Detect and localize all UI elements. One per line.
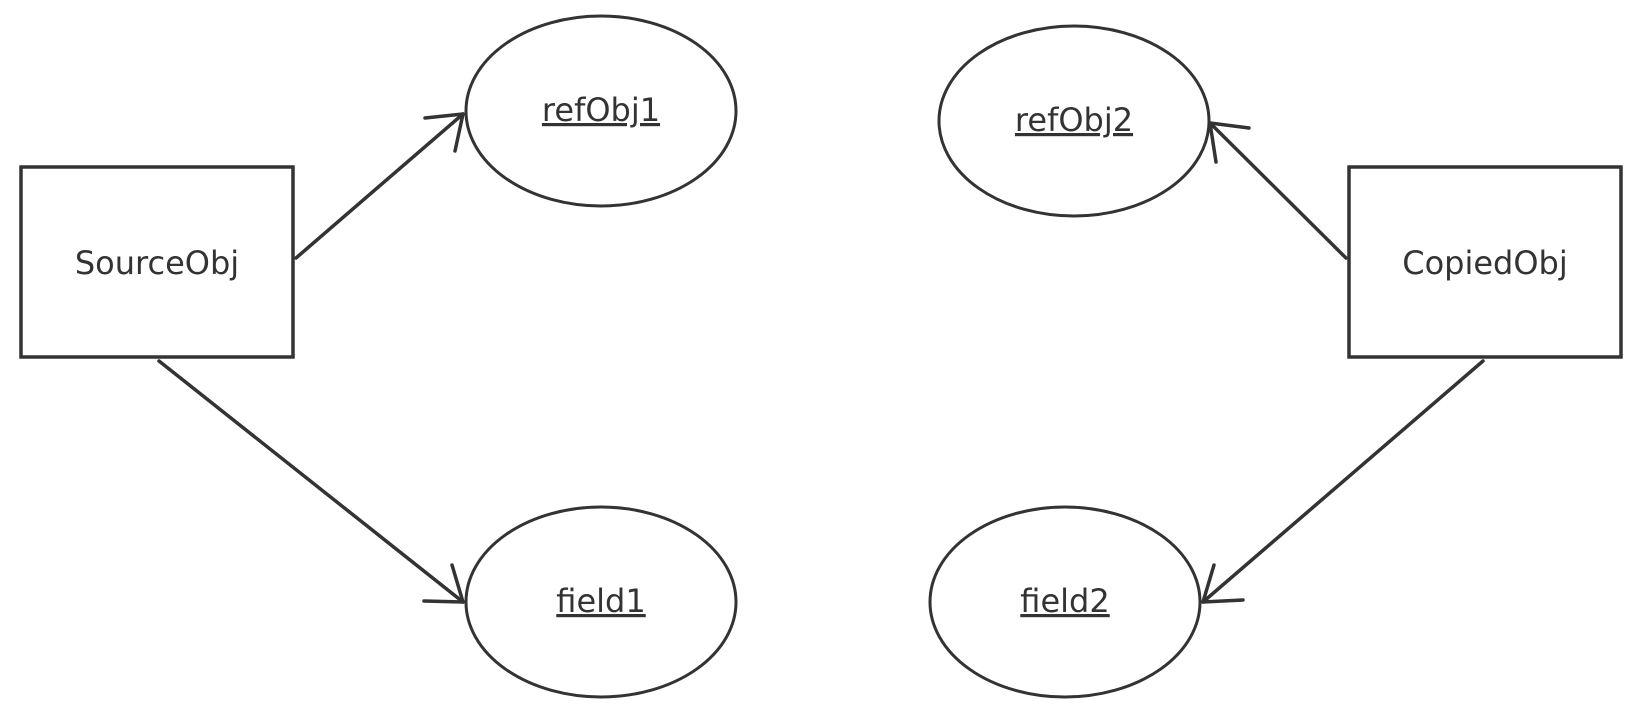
node-refobj2-ellipse — [937, 24, 1211, 218]
edge-copiedobj-to-refobj2 — [1208, 121, 1348, 260]
edge-line — [157, 359, 465, 604]
edges — [157, 112, 1485, 604]
node-copiedobj: CopiedObj — [1347, 165, 1623, 359]
node-refobj1: refObj1 — [464, 14, 738, 208]
node-field1-ellipse — [464, 505, 738, 699]
node-field2-ellipse — [928, 505, 1202, 699]
node-sourceobj: SourceObj — [19, 165, 295, 359]
node-field2-label: field2 — [1020, 582, 1109, 620]
edge-line — [1208, 121, 1348, 260]
arrowhead-icon — [422, 563, 465, 604]
node-sourceobj-label: SourceObj — [75, 244, 239, 282]
arrowhead-icon — [423, 112, 465, 153]
node-copiedobj-box — [1347, 165, 1623, 359]
node-field2: field2 — [928, 505, 1202, 699]
node-refobj1-ellipse — [464, 14, 738, 208]
edge-line — [294, 112, 465, 260]
arrowhead-icon — [1201, 563, 1245, 604]
edge-copiedobj-to-field2 — [1201, 359, 1485, 604]
node-refobj2-label: refObj2 — [1015, 101, 1133, 139]
node-copiedobj-label: CopiedObj — [1402, 244, 1568, 282]
node-refobj1-label: refObj1 — [542, 91, 660, 129]
edge-line — [1201, 359, 1485, 604]
node-refobj2: refObj2 — [937, 24, 1211, 218]
node-field1-label: field1 — [556, 582, 645, 620]
node-sourceobj-box — [19, 165, 295, 359]
node-field1: field1 — [464, 505, 738, 699]
edge-sourceobj-to-refobj1 — [294, 112, 465, 260]
edge-sourceobj-to-field1 — [157, 359, 465, 604]
